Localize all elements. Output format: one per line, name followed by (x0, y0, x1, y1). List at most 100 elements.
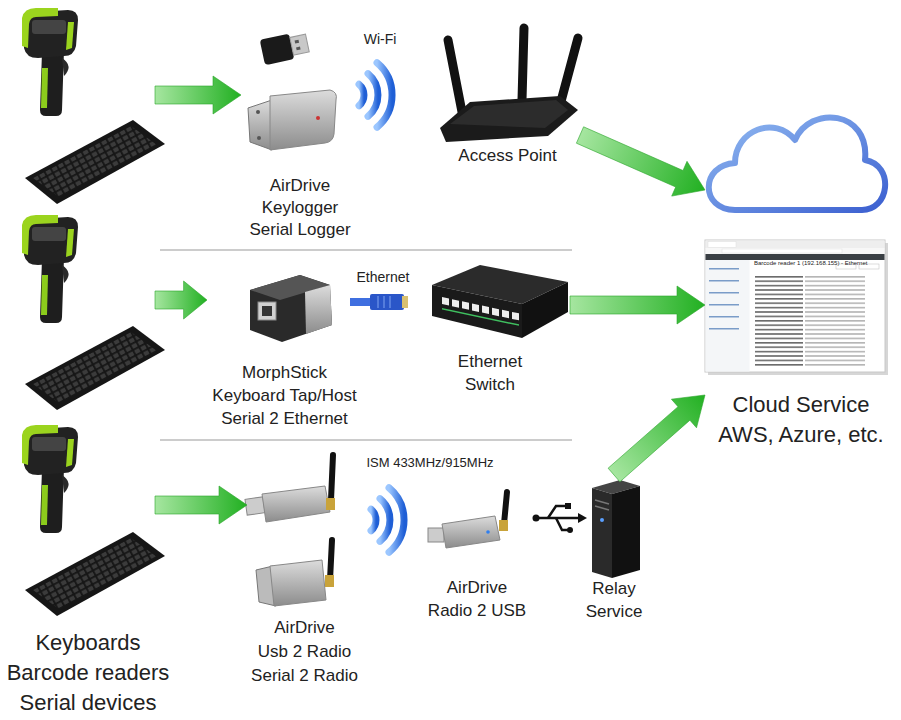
ethernet-switch (522, 282, 568, 338)
device-caption: Keyboards Barcode readers Serial devices (0, 628, 176, 718)
access-point (440, 28, 578, 142)
dashboard-screenshot (705, 240, 885, 372)
access-point (448, 40, 462, 112)
serial-logger (257, 136, 261, 140)
ethernet-switch (502, 310, 509, 318)
device-caption: AirDrive Radio 2 USB (425, 576, 529, 622)
keyboard (25, 120, 165, 204)
flow-arrow (576, 127, 705, 196)
keyboard (25, 326, 165, 410)
relay-service: Relay Service (578, 475, 650, 625)
logger-device: AirDrive Keylogger Serial Logger (241, 25, 359, 240)
barcode-scanner (22, 215, 78, 323)
caption-block: AirDrive Radio 2 USB (425, 576, 529, 622)
keyboard-tap (258, 302, 276, 320)
caption-block: Ethernet Switch (450, 350, 530, 396)
usb-radio (326, 498, 335, 510)
dashboard-screenshot (709, 268, 739, 270)
caption-block: Access Point (435, 145, 580, 167)
dashboard-screenshot (709, 316, 739, 318)
radio-waves (380, 499, 390, 542)
ethernet-switch (492, 308, 499, 316)
ethernet-switch (512, 312, 519, 320)
serial-logger (248, 100, 272, 150)
usb-keylogger (260, 34, 295, 66)
ethernet-switch (462, 301, 469, 309)
radio-receiver (428, 528, 444, 542)
usb-symbol (533, 503, 588, 533)
ethernet-cable (370, 294, 404, 310)
relay-pc (592, 480, 640, 578)
cloud-icon (709, 117, 885, 210)
radio-waves (389, 488, 404, 552)
wifi-waves (368, 74, 378, 117)
relay-pc (592, 488, 612, 578)
caption-block: AirDrive Keylogger Serial Logger (241, 175, 359, 241)
usb-keylogger (295, 40, 300, 44)
wifi-waves (359, 84, 364, 105)
usb-radio (245, 497, 265, 515)
dashboard-screenshot (755, 276, 881, 368)
access-point (522, 28, 524, 100)
wifi-waves (359, 63, 392, 127)
dashboard-screenshot (705, 240, 888, 375)
serial-radio (325, 575, 334, 587)
radio-receiver (499, 520, 508, 531)
dashboard-screenshot (709, 292, 739, 294)
dashboard-screenshot (709, 304, 739, 306)
ethernet-cable (350, 298, 372, 306)
row-separator (160, 250, 572, 440)
ethernet-cable (350, 294, 408, 310)
ethernet-switch (472, 303, 479, 311)
flow-arrow (155, 486, 247, 524)
device-caption: Ethernet Switch (450, 350, 530, 396)
ethernet-switch (452, 299, 459, 307)
usb-symbol (565, 503, 571, 509)
radio-waves (371, 488, 404, 552)
serial-logger (316, 116, 320, 120)
ethernet-switch: Ethernet Switch (425, 262, 570, 397)
access-point (450, 100, 568, 128)
caption-block: Cloud Service AWS, Azure, etc. (711, 390, 891, 450)
radio-receiver: AirDrive Radio 2 USB (425, 488, 529, 628)
ethernet-cable (384, 296, 385, 308)
wifi-waves (377, 63, 392, 127)
dashboard-screenshot (706, 241, 885, 249)
caption-block: MorphStick Keyboard Tap/Host Serial 2 Et… (207, 361, 362, 430)
relay-pc (600, 518, 604, 522)
input-devices (22, 8, 165, 616)
usb-symbol (533, 515, 540, 522)
serial-logger (256, 110, 260, 114)
serial-radio (256, 540, 334, 606)
flow-arrow (155, 76, 241, 114)
keyboard-tap (250, 275, 332, 342)
device-caption: MorphStick Keyboard Tap/Host Serial 2 Et… (207, 361, 362, 430)
serial-logger (270, 90, 336, 150)
ethernet-switch (482, 306, 489, 314)
link-label: ISM 433MHz/915MHz (355, 455, 505, 471)
flow-arrow (570, 286, 705, 324)
dashboard-screenshot (706, 248, 885, 254)
ethernet-switch (432, 265, 568, 338)
link-label: Barcode reader 1 (192.168.155) - Etherne… (754, 260, 882, 267)
device-caption: Cloud Service AWS, Azure, etc. (711, 390, 891, 450)
relay-pc (595, 500, 609, 504)
row-separator (160, 439, 572, 441)
device-caption: Usb 2 Radio Serial 2 Radio (247, 640, 362, 688)
usb-keylogger (260, 30, 310, 65)
keyboard-tap (250, 275, 332, 342)
radio-receiver (504, 492, 507, 524)
device-column: Keyboards Barcode readers Serial devices (0, 0, 155, 720)
dashboard-screenshot (709, 328, 739, 330)
flow-arrow (608, 395, 705, 482)
radio-waves (371, 509, 376, 530)
access-point (440, 96, 578, 142)
radio-receiver (486, 530, 490, 534)
dashboard-screenshot (706, 260, 750, 372)
radio-receiver (428, 492, 508, 548)
keyboard (25, 532, 165, 616)
ethernet-switch (442, 297, 449, 305)
link-label: Wi-Fi (350, 31, 410, 48)
keyboard-tap (305, 285, 332, 334)
